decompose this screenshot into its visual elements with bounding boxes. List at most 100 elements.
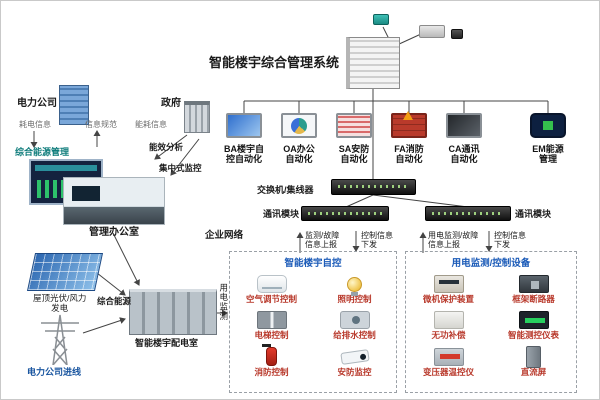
energy-mgmt-label: 综合能源管理 bbox=[15, 147, 70, 157]
sa-label-line2: 自动化 bbox=[340, 154, 368, 165]
building-control-grid: 空气调节控制 照明控制 电梯控制 给排水控制 消防控制 安防监控 bbox=[230, 273, 396, 377]
fa-label-line2: 自动化 bbox=[395, 154, 423, 165]
system-title: 智能楼宇综合管理系统 bbox=[209, 55, 340, 70]
air-conditioning-label: 空气调节控制 bbox=[245, 294, 297, 304]
comm-module-left-label: 通讯模块 bbox=[263, 209, 300, 219]
breaker-icon-wrap bbox=[491, 273, 576, 295]
water-supply-icon bbox=[339, 311, 370, 330]
power-monitor-grid: 微机保护装置 框架断路器 无功补偿 智能测控仪表 变压器温控仪 直流屏 bbox=[406, 273, 576, 377]
bulb-icon-wrap bbox=[313, 273, 396, 296]
oa-office-automation-icon bbox=[281, 113, 317, 138]
em-energy-management-icon bbox=[530, 113, 566, 138]
energy-info-label: 能耗信息 bbox=[135, 120, 167, 129]
ca-label-line2: 自动化 bbox=[450, 154, 478, 165]
em-label-line1: EM能源 bbox=[532, 144, 564, 154]
smart-meter-icon bbox=[518, 311, 549, 330]
protection-label: 微机保护装置 bbox=[422, 294, 474, 304]
comm-module-left-icon bbox=[301, 206, 389, 221]
oa-label-line2: 自动化 bbox=[285, 154, 313, 165]
fa-label: FA消防 自动化 bbox=[381, 144, 437, 165]
temp-label: 变压器温控仪 bbox=[422, 366, 474, 377]
lighting-label: 照明控制 bbox=[337, 294, 372, 304]
light-bulb-icon bbox=[347, 276, 362, 296]
sa-label: SA安防 自动化 bbox=[326, 144, 382, 165]
item-air-conditioning: 空气调节控制 bbox=[230, 273, 313, 304]
left-upload-label: 监测/故障 信息上报 bbox=[305, 231, 339, 249]
fa-label-line1: FA消防 bbox=[394, 144, 424, 154]
em-label-line2: 管理 bbox=[538, 154, 557, 165]
item-cctv: 安防监控 bbox=[313, 346, 396, 377]
item-lighting: 照明控制 bbox=[313, 273, 396, 304]
item-compensation: 无功补偿 bbox=[406, 309, 491, 340]
item-protection-device: 微机保护装置 bbox=[406, 273, 491, 304]
water-icon-wrap bbox=[313, 309, 396, 331]
switchgear-icon bbox=[129, 289, 217, 335]
ba-building-automation-icon bbox=[226, 113, 262, 138]
dc-label: 直流屏 bbox=[520, 366, 547, 377]
left-download-line1: 控制信息 bbox=[361, 231, 393, 240]
power-monitor-box: 用电监测/控制设备 微机保护装置 框架断路器 无功补偿 智能测控仪表 变压器温控… bbox=[405, 251, 577, 393]
air-conditioner-icon-wrap bbox=[230, 273, 313, 295]
item-temp-controller: 变压器温控仪 bbox=[406, 346, 491, 377]
protection-device-icon bbox=[433, 275, 464, 293]
pv-label-line2: 发电 bbox=[51, 302, 69, 313]
central-monitor-label: 集中式监控 bbox=[159, 163, 202, 173]
left-upload-line1: 监测/故障 bbox=[305, 231, 340, 240]
water-label: 给排水控制 bbox=[333, 330, 376, 341]
comm-module-right-icon bbox=[425, 206, 511, 221]
compensation-label: 无功补偿 bbox=[431, 330, 466, 341]
item-breaker: 框架断路器 bbox=[491, 273, 576, 304]
printer-icon bbox=[419, 25, 445, 38]
power-monitor-flow-label: 用电监测 bbox=[218, 283, 229, 321]
integrated-energy-label: 综合能源 bbox=[97, 296, 132, 306]
elevator-label: 电梯控制 bbox=[254, 330, 289, 341]
oa-label: OA办公 自动化 bbox=[271, 144, 327, 165]
item-meter: 智能测控仪表 bbox=[491, 309, 576, 340]
item-elevator: 电梯控制 bbox=[230, 309, 313, 340]
item-dc-panel: 直流屏 bbox=[491, 345, 576, 377]
power-info-label: 耗电信息 bbox=[19, 120, 51, 129]
elevator-icon-wrap bbox=[230, 309, 313, 331]
em-label: EM能源 管理 bbox=[520, 144, 576, 165]
router-icon bbox=[373, 14, 389, 25]
transmission-tower-icon bbox=[37, 309, 83, 370]
right-upload-label: 用电监测/故障 信息上报 bbox=[428, 231, 478, 249]
right-upload-line1: 用电监测/故障 bbox=[428, 231, 479, 240]
government-label: 政府 bbox=[161, 98, 181, 109]
ca-communication-automation-icon bbox=[446, 113, 482, 138]
item-fire: 消防控制 bbox=[230, 344, 313, 377]
meter-icon-wrap bbox=[491, 309, 576, 331]
right-download-line2: 下发 bbox=[494, 240, 510, 250]
left-download-line2: 下发 bbox=[361, 240, 377, 250]
item-water: 给排水控制 bbox=[313, 309, 396, 340]
protection-icon-wrap bbox=[406, 273, 491, 295]
temp-icon-wrap bbox=[406, 346, 491, 368]
grid-line-label: 电力公司进线 bbox=[27, 367, 82, 377]
cctv-label: 安防监控 bbox=[337, 366, 372, 377]
ba-label-line2: 控自动化 bbox=[225, 154, 262, 165]
ba-label-line1: BA楼宇自 bbox=[224, 144, 264, 154]
management-office-photo bbox=[63, 177, 165, 225]
fire-label: 消防控制 bbox=[254, 366, 289, 377]
solar-panel-icon bbox=[26, 253, 104, 291]
right-download-label: 控制信息 下发 bbox=[494, 231, 526, 249]
temperature-controller-icon bbox=[433, 347, 464, 366]
extinguisher-icon-wrap bbox=[230, 344, 313, 368]
right-upload-line2: 信息上报 bbox=[428, 240, 460, 250]
office-label: 管理办公室 bbox=[89, 227, 139, 238]
circuit-breaker-icon bbox=[518, 275, 549, 293]
building-control-box-title: 智能楼宇自控 bbox=[284, 258, 342, 269]
building-control-box: 智能楼宇自控 空气调节控制 照明控制 电梯控制 给排水控制 消防控制 bbox=[229, 251, 397, 393]
modem-icon bbox=[451, 29, 463, 39]
cctv-icon-wrap bbox=[313, 346, 396, 368]
capacitor-icon-wrap bbox=[406, 309, 491, 331]
ba-label: BA楼宇自 控自动化 bbox=[216, 144, 272, 165]
ca-label-line1: CA通讯 bbox=[448, 144, 480, 154]
breaker-label: 框架断路器 bbox=[512, 294, 555, 304]
distribution-room-label: 智能楼宇配电室 bbox=[135, 338, 199, 348]
meter-label: 智能测控仪表 bbox=[507, 330, 559, 341]
power-company-building-icon bbox=[59, 85, 89, 125]
dc-panel-icon bbox=[526, 345, 541, 368]
sa-label-line1: SA安防 bbox=[338, 144, 370, 154]
